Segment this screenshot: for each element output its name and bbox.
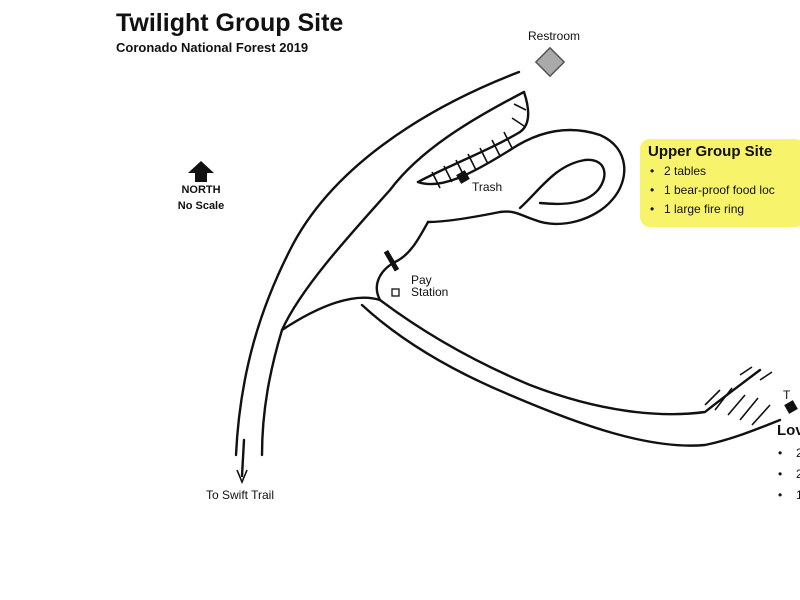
lower-amenity-item: 2	[776, 446, 800, 467]
connector-road-west	[280, 296, 382, 332]
main-road-east-edge	[260, 90, 526, 457]
upper-parking-inner	[416, 148, 512, 186]
upper-loop-inner	[518, 158, 606, 210]
trash-label: Trash	[472, 180, 503, 194]
lower-amenity-item: 1	[776, 488, 800, 509]
north-label: NORTH	[181, 184, 221, 196]
page-title: Twilight Group Site	[116, 9, 344, 37]
upper-group-title: Upper Group Site	[648, 143, 773, 160]
upper-group-amenities: 2 tables 1 bear-proof food loc 1 large f…	[648, 164, 775, 221]
lower-group-title: Lov	[777, 422, 800, 439]
upper-parking-edge	[416, 90, 530, 184]
scale-note: No Scale	[177, 200, 225, 212]
lower-group-amenities: 2 2 1	[776, 446, 800, 509]
swift-trail-arrow-icon	[236, 469, 248, 485]
restroom-icon	[534, 46, 566, 78]
swift-trail-label: To Swift Trail	[206, 488, 275, 502]
restroom-label: Restroom	[528, 29, 581, 43]
lower-road-north-edge	[378, 298, 762, 416]
pay-label-line1: Pay	[411, 273, 432, 287]
lower-road-south-edge	[360, 303, 782, 447]
upper-amenity-item: 2 tables	[648, 164, 775, 183]
pay-box-icon	[391, 288, 400, 297]
lower-trash-icon	[784, 400, 798, 414]
upper-amenity-item: 1 large fire ring	[648, 202, 775, 221]
pay-station-label: Pay Station	[411, 274, 448, 298]
lower-trash-label-fragment: T	[783, 388, 791, 402]
north-arrow-icon	[188, 161, 214, 182]
lower-amenity-item: 2	[776, 467, 800, 488]
pay-station-icon	[383, 249, 400, 272]
upper-amenity-item: 1 bear-proof food loc	[648, 183, 775, 202]
page-subtitle: Coronado National Forest 2019	[116, 40, 309, 55]
pay-label-line2: Station	[411, 285, 449, 299]
upper-loop	[426, 128, 626, 226]
main-road-west-edge	[234, 70, 521, 457]
swift-trail-arrow-line	[240, 438, 246, 478]
trash-icon	[456, 170, 470, 184]
